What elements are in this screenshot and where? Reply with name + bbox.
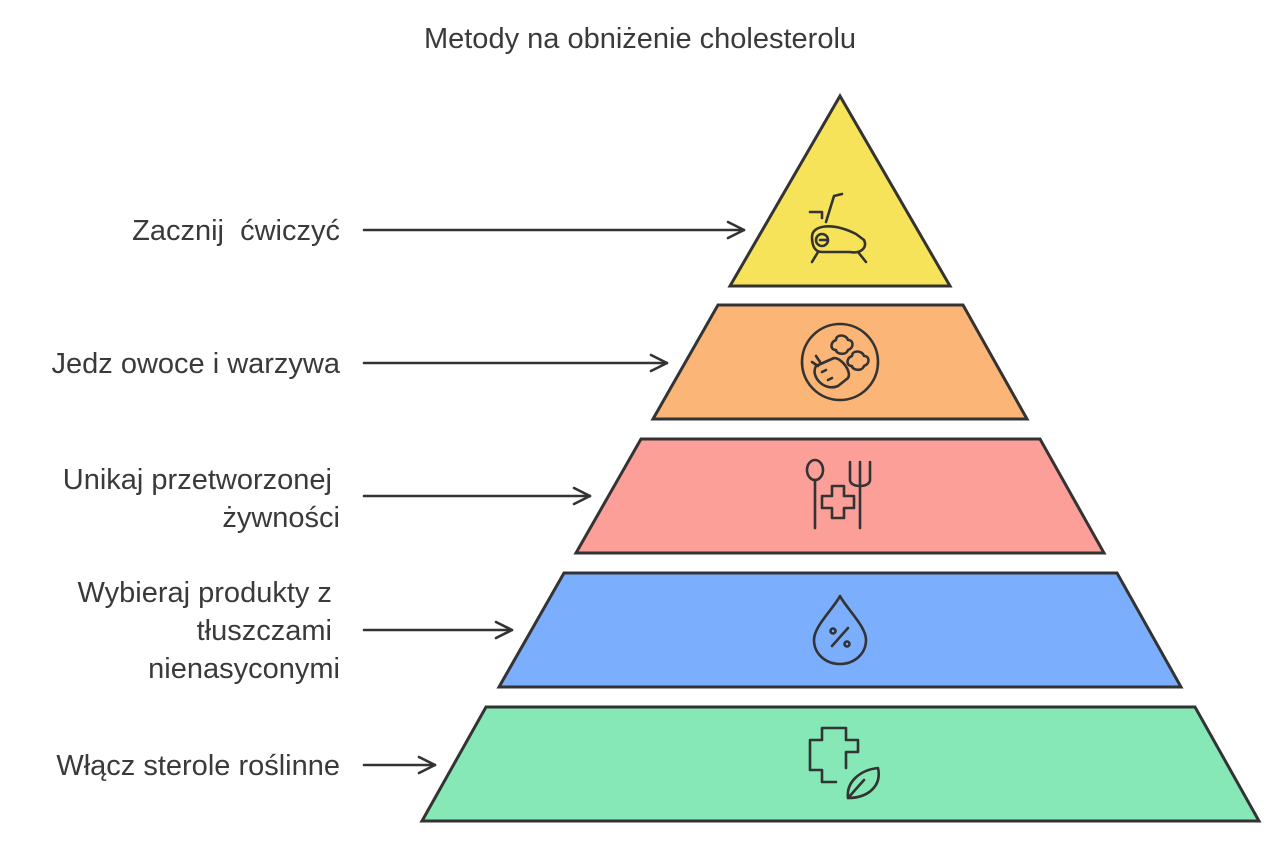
tier-4-label: Wybieraj produkty z tłuszczami nienasyco…	[78, 577, 340, 685]
tier-3-label: Unikaj przetworzonej żywności	[63, 464, 340, 534]
tier-4-label-line-2: tłuszczami	[197, 615, 332, 647]
percent-drop-icon	[812, 594, 868, 666]
tier-3-label-line-2: żywności	[222, 502, 340, 534]
pyramid-tier-1	[727, 93, 953, 288]
exercise-bike-icon	[808, 192, 868, 264]
tier-2-shape	[650, 303, 1030, 421]
fruits-vegetables-icon	[800, 322, 880, 402]
diagram-title: Metody na obniżenie cholesterolu	[424, 23, 856, 55]
healthy-food-utensils-icon	[805, 458, 872, 530]
medical-leaf-icon	[808, 726, 880, 800]
tier-4-label-line-3: nienasyconymi	[148, 653, 340, 685]
pyramid-tier-3	[573, 437, 1107, 555]
tier-5-label: Włącz sterole roślinne	[56, 750, 340, 782]
pyramid-tier-2	[650, 303, 1030, 421]
tier-1-shape	[727, 93, 953, 288]
tier-4-shape	[496, 571, 1184, 689]
pyramid-tier-5	[419, 705, 1262, 823]
tier-4-label-line-1: Wybieraj produkty z	[78, 577, 332, 609]
label-row-1: Zacznij ćwiczyć	[132, 215, 746, 247]
tier-3-label-line-1: Unikaj przetworzonej	[63, 464, 332, 496]
label-row-2: Jedz owoce i warzywa	[52, 348, 669, 380]
label-row-5: Włącz sterole roślinne	[56, 750, 437, 782]
label-row-4: Wybieraj produkty z tłuszczami nienasyco…	[78, 577, 514, 685]
label-row-3: Unikaj przetworzonej żywności	[63, 464, 592, 534]
tier-5-shape	[419, 705, 1262, 823]
tier-3-shape	[573, 437, 1107, 555]
tier-1-label: Zacznij ćwiczyć	[132, 215, 340, 247]
tier-2-label: Jedz owoce i warzywa	[52, 348, 341, 380]
pyramid-tier-4	[496, 571, 1184, 689]
